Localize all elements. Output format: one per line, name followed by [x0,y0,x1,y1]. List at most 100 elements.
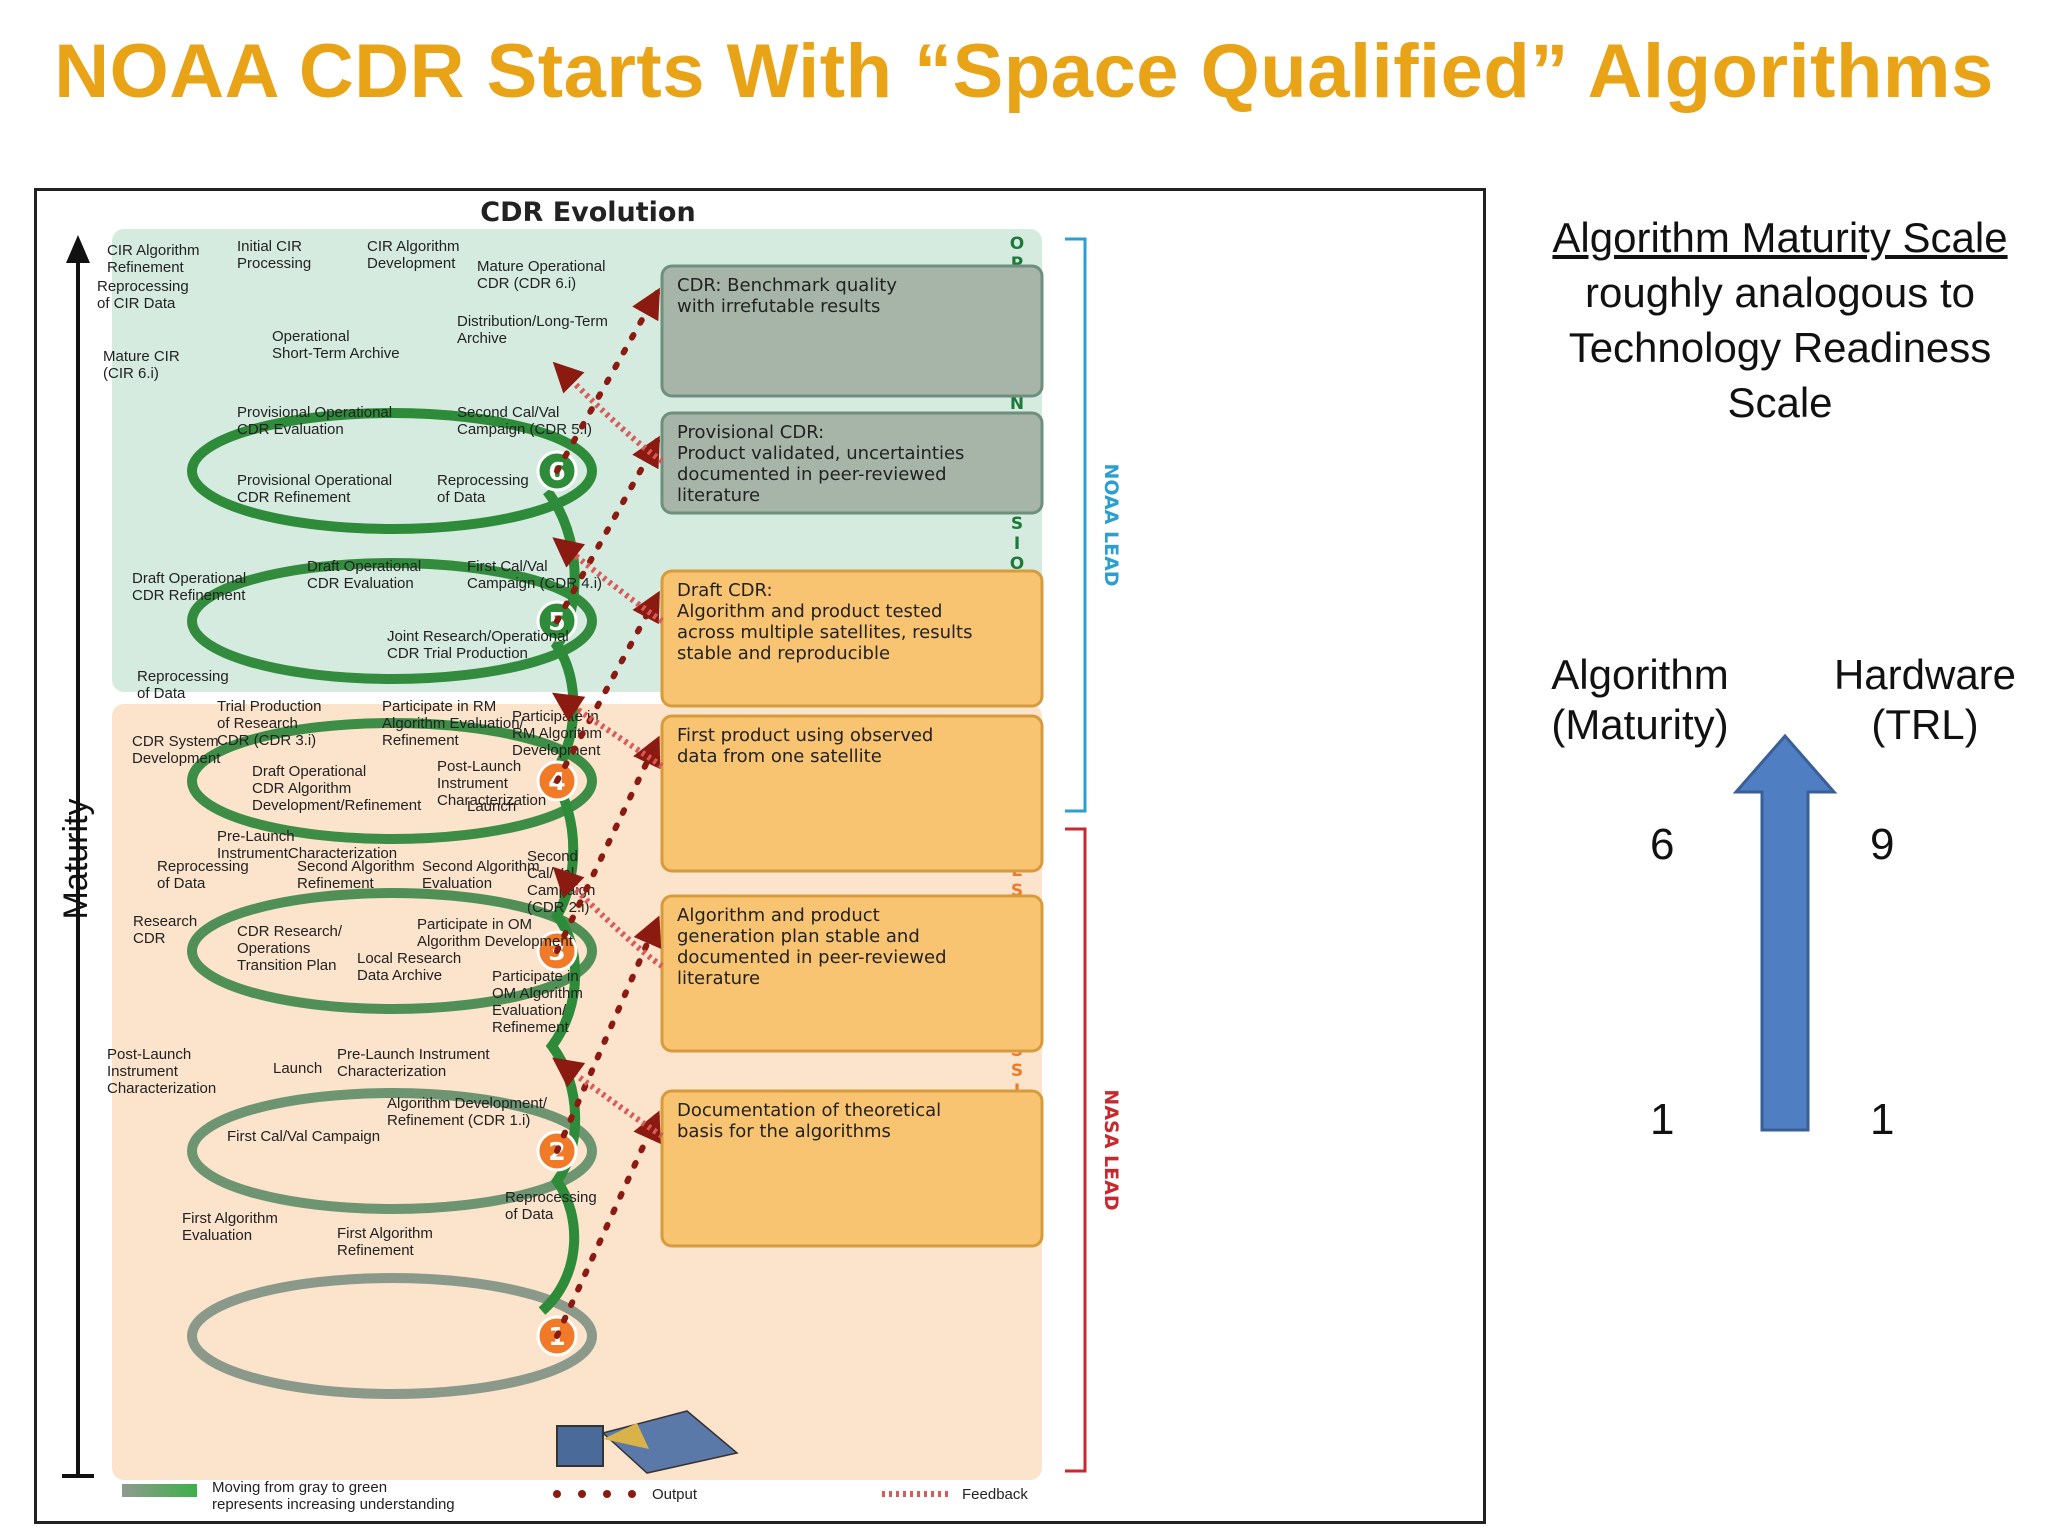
feedback-arrow-2 [552,537,664,624]
output-arrow-6 [554,1110,661,1339]
noaa-lead-label: NOAA LEAD [1100,463,1122,586]
maturity-axis-label: Maturity [57,799,95,920]
legend-output-text: Output [652,1486,698,1503]
svg-text:I: I [1014,534,1020,554]
satellite-icon [556,1410,739,1474]
box-text-2: Provisional CDR:Product validated, uncer… [677,422,964,506]
spiral-ring-level-6 [187,408,597,534]
algorithm-top-value: 6 [1650,820,1675,869]
svg-text:S: S [1011,1061,1023,1081]
maturity-scale-subtitle: roughly analogous to Technology Readines… [1568,269,1992,426]
algorithm-bottom-value: 1 [1650,1095,1675,1144]
legend-feedback-text: Feedback [962,1486,1028,1503]
hardware-top-value: 9 [1870,820,1895,869]
output-arrow-5 [554,915,662,1154]
legend-output-dot-1 [553,1490,561,1498]
maturity-axis-arrow-icon [66,235,90,263]
spiral-ring-level-1 [187,1273,597,1399]
box-4 [660,714,1044,873]
noaa-bracket [1065,237,1087,813]
spiral-ring-level-4 [187,718,597,844]
nasa-bracket [1065,827,1087,1473]
svg-text:S: S [1011,514,1023,534]
spiral-ring-level-3 [187,888,597,1014]
svg-text:N: N [1010,394,1024,414]
box-2 [660,411,1044,515]
svg-text:O: O [1010,554,1024,574]
maturity-scale-title: Algorithm Maturity Scale roughly analogo… [1520,210,2040,430]
legend-output-dot-3 [603,1490,611,1498]
spiral-ring-level-5 [187,558,597,684]
output-arrow-4 [554,735,661,954]
slide-title: NOAA CDR Starts With “Space Qualified” A… [54,29,1994,114]
milestone-l1-5: First Cal/Val Campaign [227,1128,380,1145]
box-6 [660,1089,1044,1248]
output-arrow-3 [554,590,660,784]
box-5 [660,894,1044,1053]
feedback-arrow-4 [552,866,664,969]
box-3 [660,569,1044,708]
feedback-arrow-1 [552,361,664,464]
cdr-evolution-diagram: CDR EvolutionMaturityOPERATIONALMISSIONS… [57,197,1122,1513]
legend-output-dot-4 [628,1490,636,1498]
hardware-column-heading: Hardware (TRL) [1833,651,2017,748]
legend-gradient-swatch [122,1484,197,1497]
milestone-l6-8: Mature CIR(CIR 6.i) [103,348,180,382]
maturity-arrow-up-icon [1732,733,1838,1132]
milestone-l1-4: Algorithm Development/Refinement (CDR 1.… [387,1095,548,1129]
svg-text:O: O [1010,234,1024,254]
box-1 [660,264,1044,398]
algorithm-column-heading: Algorithm (Maturity) [1551,651,1729,748]
spiral-connector [538,487,581,1315]
figure-title: CDR Evolution [480,197,695,228]
spiral-ring-level-2 [187,1088,597,1214]
output-arrow-1 [554,287,660,474]
feedback-arrow-5 [552,1057,664,1139]
nasa-lead-label: NASA LEAD [1100,1089,1122,1210]
cdr-evolution-figure: CDR EvolutionMaturityOPERATIONALMISSIONS… [34,188,1486,1524]
feedback-arrow-3 [552,692,664,769]
legend-output-dot-2 [578,1490,586,1498]
maturity-scale-heading: Algorithm Maturity Scale [1552,214,2008,261]
